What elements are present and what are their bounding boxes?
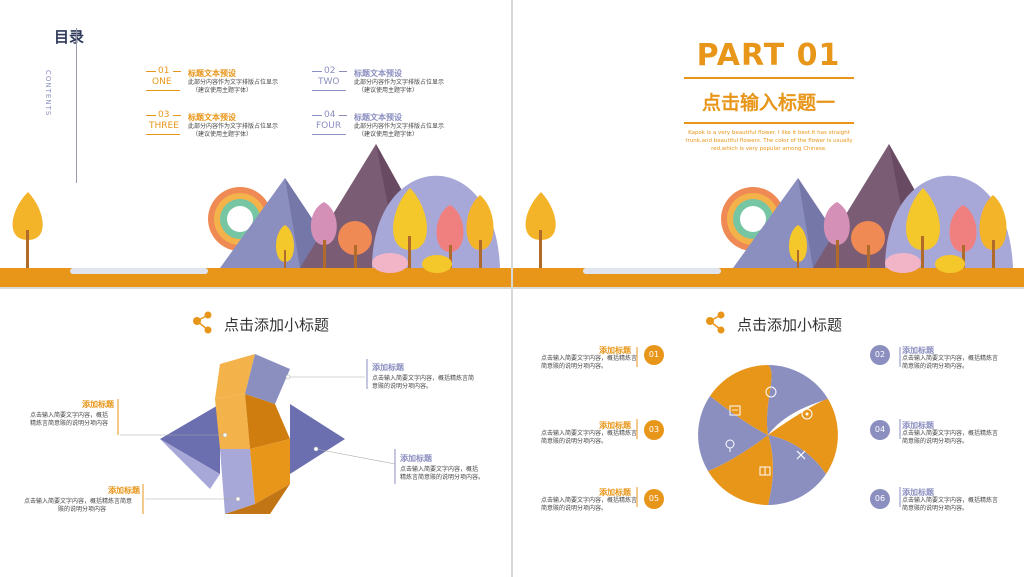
number-badge-03: 03 [644,420,664,440]
contents-item-1[interactable]: 01 ONE 标题文本预设 此部分内容作为文字排版占位显示 （建议使用主题字体） [146,64,306,98]
slide-contents[interactable]: 目录 CONTENTS 01 ONE 标题文本预设 此部分内容作为文字排版占位显… [0,0,511,287]
callout-left[interactable]: 添加标题 点击输入简要文字内容，概括 精炼言简意赅的说明分项内容 [30,399,114,428]
tools-icon [796,450,806,460]
item-desc: 此部分内容作为文字排版占位显示 [354,79,445,86]
document-icon [729,405,741,416]
number-badge-05: 05 [644,489,664,509]
contents-item-2[interactable]: 02 TWO 标题文本预设 此部分内容作为文字排版占位显示 （建议使用主题字体） [312,64,472,98]
item-desc: （建议使用主题字体） [358,131,419,138]
callout-heading: 添加标题 [82,400,114,409]
callout-top-right[interactable]: 添加标题 点击输入简要文字内容，概括精炼言简 意赅的说明分项内容。 [372,362,492,391]
item-heading: 添加标题 [599,488,631,497]
title-divider-bottom [684,122,854,124]
item-number: 03 [158,110,170,120]
callout-text: 意赅的说明分项内容。 [372,383,433,390]
part-title: 点击输入标题一 [701,92,835,114]
item-text: 简意赅的说明分项内容。 [902,363,969,370]
section-title: 点击添加小标题 [224,316,330,334]
item-desc: 此部分内容作为文字排版占位显示 [354,123,445,130]
landscape-illustration [513,144,1024,287]
baseball-icon [765,386,777,398]
callout-text: 点击输入简要文字内容，概括精炼言简意 [24,498,133,505]
pinwheel-graphic [636,311,901,507]
part-number: PART 01 [696,38,841,73]
callout-right[interactable]: 添加标题 点击输入简要文字内容，概括 精炼言简意赅的说明分项内容。 [400,453,508,482]
item-heading: 添加标题 [599,421,631,430]
slide-3d-shape[interactable]: 点击添加小标题 添加标题 点击输入简要文字内容，概括精炼言简 意赅的说明分项内容… [0,289,511,577]
item-word: ONE [152,77,172,87]
item-text: 简意赅的说明分项内容。 [541,505,608,512]
item-text: 简意赅的说明分项内容。 [541,363,608,370]
callout-text: 点击输入简要文字内容，概括精炼言简 [372,375,475,382]
slide-pinwheel[interactable]: 点击添加小标题 添加标题 点击输入简要文字内容，概括精炼言 简意赅的说明分项内容… [513,289,1024,577]
item-text: 简意赅的说明分项内容。 [541,438,608,445]
item-number: 04 [324,110,336,120]
item-heading: 添加标题 [599,346,631,355]
callout-bottom-left[interactable]: 添加标题 点击输入简要文字内容，概括精炼言简意 赅的说明分项内容 [24,485,140,514]
item-heading: 标题文本预设 [354,113,402,122]
landscape-illustration [0,144,511,287]
item-desc: （建议使用主题字体） [192,131,253,138]
item-text: 点击输入简要文字内容，概括精炼言 [541,355,638,362]
item-text: 点击输入简要文字内容，概括精炼言 [541,497,638,504]
callout-text: 点击输入简要文字内容，概括 [400,466,479,473]
item-text: 点击输入简要文字内容，概括精炼言 [902,497,999,504]
item-heading: 标题文本预设 [188,69,236,78]
item-heading: 标题文本预设 [188,113,236,122]
item-text: 点击输入简要文字内容，概括精炼言 [541,430,638,437]
callout-text: 点击输入简要文字内容，概括 [30,412,109,419]
gear-icon [801,408,813,420]
item-text: 点击输入简要文字内容，概括精炼言 [902,430,999,437]
share-icon [193,311,212,334]
section-title: 点击添加小标题 [737,316,843,334]
part-description: Kapok is a very beautiful flower. I like… [685,130,853,152]
gift-icon [759,466,771,476]
callout-text: 精炼言简意赅的说明分项内容 [30,420,109,427]
item-text: 点击输入简要文字内容，概括精炼言 [902,355,999,362]
item-word: TWO [318,77,340,87]
item-heading: 添加标题 [902,346,934,355]
callout-text: 赅的说明分项内容 [57,506,106,513]
item-number: 02 [324,66,336,76]
slide-part-01[interactable]: PART 01 点击输入标题一 Kapok is a very beautifu… [513,0,1024,287]
number-badge-06: 06 [870,489,890,509]
contents-divider [76,28,77,183]
diamond-graphic [117,311,396,514]
item-desc: （建议使用主题字体） [358,87,419,94]
contents-item-4[interactable]: 04 FOUR 标题文本预设 此部分内容作为文字排版占位显示 （建议使用主题字体… [312,108,472,142]
item-desc: 此部分内容作为文字排版占位显示 [188,79,279,86]
item-desc: 此部分内容作为文字排版占位显示 [188,123,279,130]
title-divider-top [684,77,854,79]
number-badge-04: 04 [870,420,890,440]
callout-heading: 添加标题 [108,486,140,495]
number-badge-02: 02 [870,345,890,365]
number-badge-01: 01 [644,345,664,365]
item-heading: 标题文本预设 [354,69,402,78]
item-text: 简意赅的说明分项内容。 [902,505,969,512]
item-heading: 添加标题 [902,488,934,497]
item-word: THREE [149,121,179,131]
share-icon [706,311,725,334]
callout-text: 精炼言简意赅的说明分项内容。 [400,474,485,481]
item-text: 简意赅的说明分项内容。 [902,438,969,445]
callout-heading: 添加标题 [372,363,404,372]
callout-heading: 添加标题 [400,454,432,463]
lightbulb-icon [725,439,735,452]
item-heading: 添加标题 [902,421,934,430]
item-number: 01 [158,66,170,76]
contents-item-3[interactable]: 03 THREE 标题文本预设 此部分内容作为文字排版占位显示 （建议使用主题字… [146,108,306,142]
item-desc: （建议使用主题字体） [192,87,253,94]
item-word: FOUR [316,121,342,131]
